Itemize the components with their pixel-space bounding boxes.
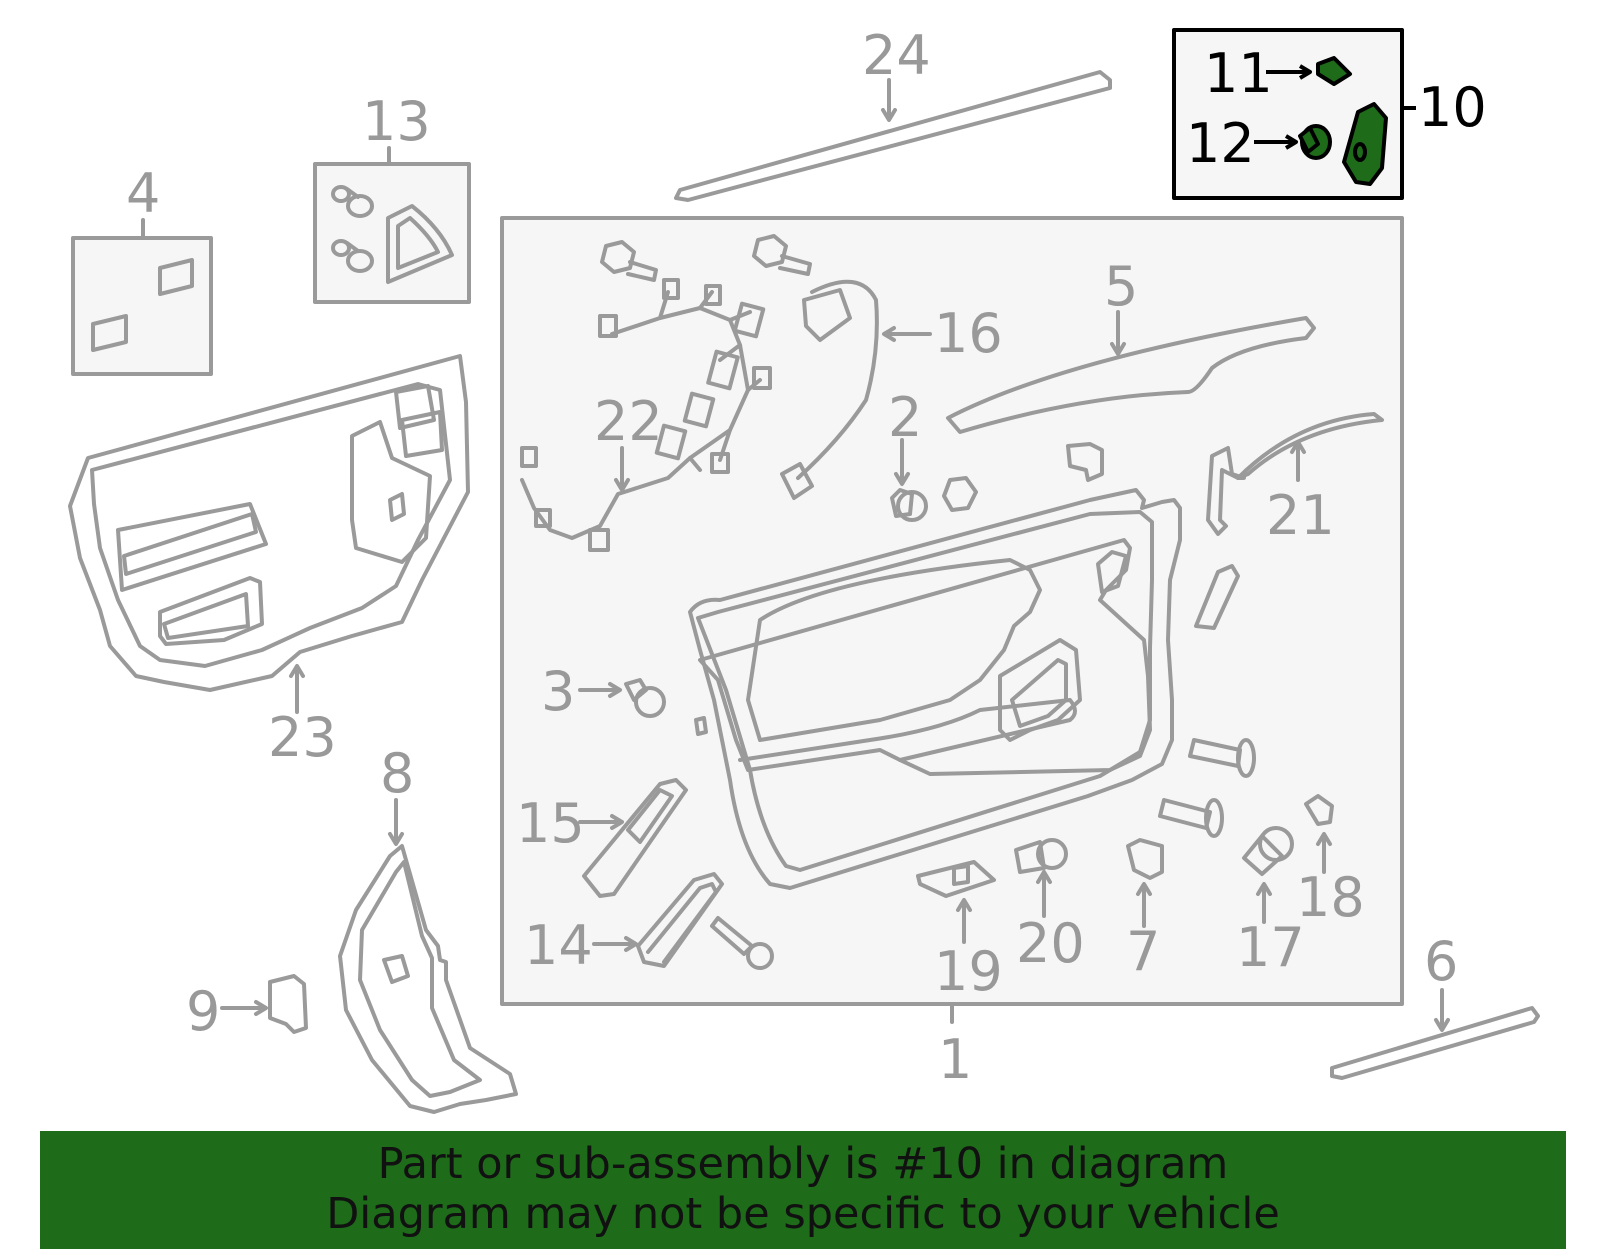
parts-diagram: 1 2 3 4 5 6 7 8 9 10 11 12 13 14 15 16 1… (68, 24, 1540, 1114)
callout-7: 7 (1126, 920, 1160, 983)
part-23-door-trim-panel (68, 354, 470, 714)
callout-9: 9 (186, 980, 220, 1043)
push-pin-upper (1188, 738, 1256, 778)
callout-1: 1 (938, 1028, 972, 1091)
callout-6: 6 (1424, 930, 1458, 993)
callout-11: 11 (1204, 42, 1273, 105)
part-15-switch-bezel (578, 778, 688, 898)
part-24-belt-strip (674, 70, 1112, 202)
part-14-switch (592, 872, 724, 968)
callout-22: 22 (594, 390, 663, 453)
part-10-highlight-box (1172, 28, 1416, 200)
part-20-plug (1014, 838, 1068, 918)
callout-4: 4 (126, 162, 160, 225)
part-9-clip (220, 974, 308, 1034)
part-22-wiring-harness (520, 234, 812, 552)
part-6-lower-strip (1330, 988, 1540, 1080)
callout-8: 8 (380, 742, 414, 805)
part-3-clip (578, 678, 666, 718)
bracket-part (1066, 442, 1104, 482)
push-pin-lower (1158, 798, 1224, 838)
callout-15: 15 (516, 792, 585, 855)
callout-21: 21 (1266, 484, 1335, 547)
part-10-bracket-highlight (1342, 102, 1388, 186)
part-17-plug (1242, 826, 1294, 924)
handle-bezel-part (1194, 564, 1240, 630)
part-7-clip (1126, 838, 1164, 928)
part-4-patch-box (71, 218, 213, 376)
banner-line-2: Diagram may not be specific to your vehi… (326, 1189, 1280, 1239)
callout-2: 2 (888, 386, 922, 449)
part-18-clip (1304, 794, 1334, 874)
info-banner: Part or sub-assembly is #10 in diagram D… (40, 1131, 1566, 1249)
callout-20: 20 (1016, 912, 1085, 975)
part-11-clip-highlight (1316, 56, 1352, 86)
callout-10: 10 (1418, 76, 1487, 139)
part-8-lower-trim (338, 798, 518, 1114)
callout-12: 12 (1186, 112, 1255, 175)
callout-14: 14 (524, 914, 593, 977)
part-16-cable (780, 279, 932, 500)
callout-16: 16 (934, 302, 1003, 365)
part-5-upper-trim (946, 310, 1316, 434)
part-1-door-trim-panel (688, 488, 1182, 890)
screw-part (710, 916, 774, 970)
callout-24: 24 (862, 24, 931, 87)
callout-5: 5 (1104, 255, 1138, 318)
callout-23: 23 (268, 706, 337, 769)
part-2-clip (890, 438, 978, 522)
callout-18: 18 (1296, 866, 1365, 929)
part-13-fastener-box (313, 146, 471, 304)
part-19-clip (916, 860, 996, 944)
banner-line-1: Part or sub-assembly is #10 in diagram (377, 1139, 1229, 1189)
callout-3: 3 (541, 660, 575, 723)
callout-13: 13 (362, 90, 431, 153)
callout-17: 17 (1236, 916, 1305, 979)
part-21-rod (1206, 412, 1384, 536)
callout-19: 19 (934, 940, 1003, 1003)
